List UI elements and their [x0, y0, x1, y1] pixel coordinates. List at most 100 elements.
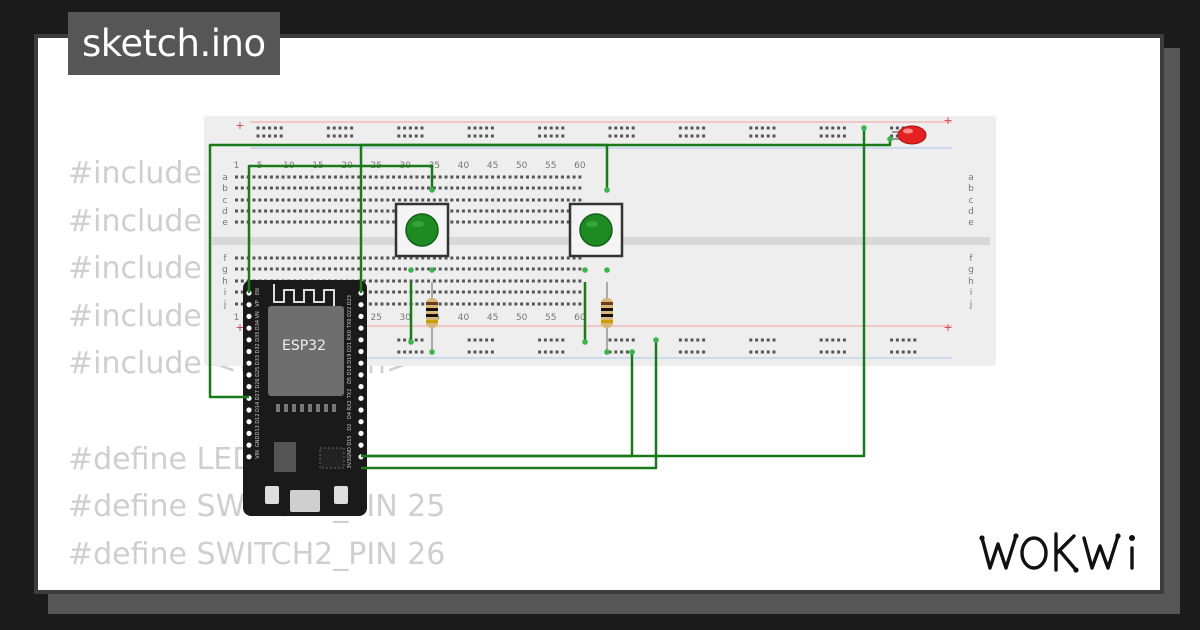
terminal-hole: [566, 290, 570, 294]
terminal-hole: [461, 267, 465, 271]
terminal-hole: [328, 220, 332, 224]
sketch-filename-tab[interactable]: sketch.ino: [68, 12, 280, 75]
terminal-hole: [566, 198, 570, 202]
terminal-hole: [374, 290, 378, 294]
module-pad: [324, 404, 328, 412]
terminal-hole: [333, 209, 337, 213]
terminal-hole: [461, 220, 465, 224]
rail-hole: [608, 134, 612, 138]
terminal-hole: [403, 290, 407, 294]
resistor-1: [426, 282, 438, 352]
terminal-hole: [549, 256, 553, 260]
terminal-hole: [520, 209, 524, 213]
rail-hole: [684, 134, 688, 138]
terminal-hole: [380, 256, 384, 260]
row-letter: c: [969, 196, 974, 206]
terminal-hole: [560, 267, 564, 271]
column-number: 60: [574, 161, 586, 171]
rail-hole: [895, 126, 899, 130]
terminal-hole: [310, 198, 314, 202]
wire: [247, 164, 434, 293]
esp32-pin: [246, 384, 252, 390]
terminal-hole: [572, 186, 576, 190]
terminal-hole: [450, 256, 454, 260]
rail-hole: [555, 350, 559, 354]
terminal-hole: [269, 175, 273, 179]
terminal-hole: [386, 209, 390, 213]
button-cap: [579, 213, 613, 247]
terminal-hole: [531, 220, 535, 224]
terminal-hole: [508, 186, 512, 190]
terminal-hole: [235, 290, 238, 294]
rail-hole: [760, 134, 764, 138]
rail-hole: [760, 350, 764, 354]
rail-hole: [895, 134, 899, 138]
terminal-hole: [526, 220, 529, 224]
rail-hole: [549, 350, 553, 354]
terminal-hole: [491, 220, 495, 224]
terminal-hole: [508, 279, 512, 283]
terminal-hole: [537, 209, 541, 213]
rail-hole: [831, 350, 835, 354]
terminal-hole: [380, 220, 384, 224]
rail-hole: [608, 350, 612, 354]
resistor-band: [601, 308, 613, 311]
terminal-hole: [310, 175, 314, 179]
terminal-hole: [491, 209, 495, 213]
wires: [208, 125, 893, 470]
terminal-hole: [479, 220, 483, 224]
terminal-hole: [415, 290, 419, 294]
rail-hole: [755, 338, 759, 342]
rail-hole: [420, 134, 424, 138]
terminal-hole: [537, 175, 541, 179]
terminal-hole: [415, 186, 419, 190]
terminal-hole: [456, 279, 460, 283]
terminal-hole: [368, 302, 372, 306]
terminal-hole: [333, 186, 337, 190]
terminal-hole: [526, 186, 529, 190]
rail-hole: [696, 126, 700, 130]
terminal-hole: [438, 290, 442, 294]
terminal-hole: [473, 290, 477, 294]
rail-hole: [608, 338, 612, 342]
terminal-hole: [496, 175, 500, 179]
wire-endpoint: [604, 187, 610, 193]
terminal-hole: [269, 186, 273, 190]
rail-hole: [702, 134, 706, 138]
terminal-hole: [333, 175, 337, 179]
terminal-hole: [578, 198, 582, 202]
terminal-hole: [496, 267, 500, 271]
rail-hole: [749, 350, 753, 354]
terminal-hole: [258, 209, 262, 213]
rail-hole: [279, 134, 283, 138]
terminal-hole: [467, 198, 471, 202]
module-pad: [292, 404, 296, 412]
terminal-hole: [258, 256, 262, 260]
terminal-hole: [537, 267, 541, 271]
reset-button: [334, 486, 348, 504]
rail-hole: [268, 134, 272, 138]
terminal-hole: [275, 220, 279, 224]
terminal-hole: [555, 267, 559, 271]
esp32-pin-label: VP: [255, 300, 261, 306]
resistor-2: [601, 282, 613, 352]
rail-hole: [760, 338, 764, 342]
rail-hole: [825, 126, 829, 130]
resistor-band: [426, 302, 438, 305]
terminal-hole: [304, 256, 308, 260]
esp32-pin: [246, 360, 252, 366]
terminal-hole: [281, 220, 285, 224]
terminal-hole: [502, 267, 506, 271]
terminal-hole: [392, 267, 396, 271]
rail-hole: [702, 338, 706, 342]
esp32-pin: [358, 419, 364, 425]
terminal-hole: [456, 302, 460, 306]
esp32-pin: [246, 430, 252, 436]
wire: [361, 340, 658, 470]
terminal-hole: [560, 256, 564, 260]
rail-hole: [702, 350, 706, 354]
terminal-hole: [514, 267, 518, 271]
terminal-hole: [374, 267, 378, 271]
terminal-hole: [310, 256, 314, 260]
rail-hole: [825, 134, 829, 138]
